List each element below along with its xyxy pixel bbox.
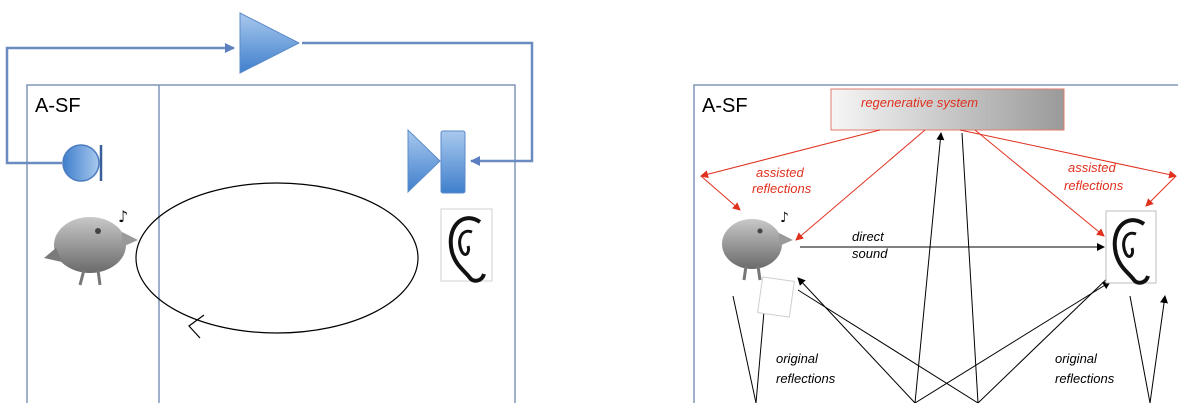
music-note-icon: ♪	[118, 207, 128, 226]
assisted-left-line1: assisted	[756, 165, 804, 180]
bird-icon	[44, 217, 138, 285]
bird-icon	[722, 219, 793, 280]
reflection-line	[1130, 296, 1150, 403]
assisted-right-line1: assisted	[1068, 160, 1116, 175]
original-right-line1: original	[1055, 351, 1098, 366]
microphone-icon	[63, 145, 101, 181]
amplifier-icon	[240, 13, 299, 73]
loop-arrowhead	[189, 315, 204, 338]
reverberation-loop	[136, 183, 418, 333]
assisted-right-line2: reflections	[1064, 178, 1124, 193]
ear-icon	[1106, 211, 1156, 283]
direct-label: direct	[852, 229, 885, 244]
reflection-line	[733, 296, 756, 403]
original-left-line1: original	[776, 351, 819, 366]
reflection-line	[915, 133, 941, 403]
right-panel: A-SF regenerative system assisted reflec…	[694, 85, 1178, 403]
left-title: A-SF	[35, 95, 81, 117]
sound-label: sound	[852, 246, 888, 261]
regenerative-system-label: regenerative system	[861, 95, 978, 110]
music-note-icon: ♪	[780, 210, 789, 226]
reflection-line	[798, 290, 978, 403]
reflection-line	[962, 133, 978, 403]
original-left-line2: reflections	[776, 371, 836, 386]
reflection-line	[1150, 296, 1165, 403]
loudspeaker-icon	[408, 130, 465, 193]
red-arrow	[1146, 176, 1176, 206]
red-arrow	[701, 176, 740, 210]
assisted-left-line2: reflections	[752, 181, 812, 196]
left-panel: A-SF ♪	[7, 13, 532, 403]
reflection-line	[756, 300, 765, 403]
right-title: A-SF	[702, 95, 748, 117]
ear-icon	[441, 209, 492, 281]
original-right-line2: reflections	[1055, 371, 1115, 386]
reflector-panel	[758, 277, 795, 317]
